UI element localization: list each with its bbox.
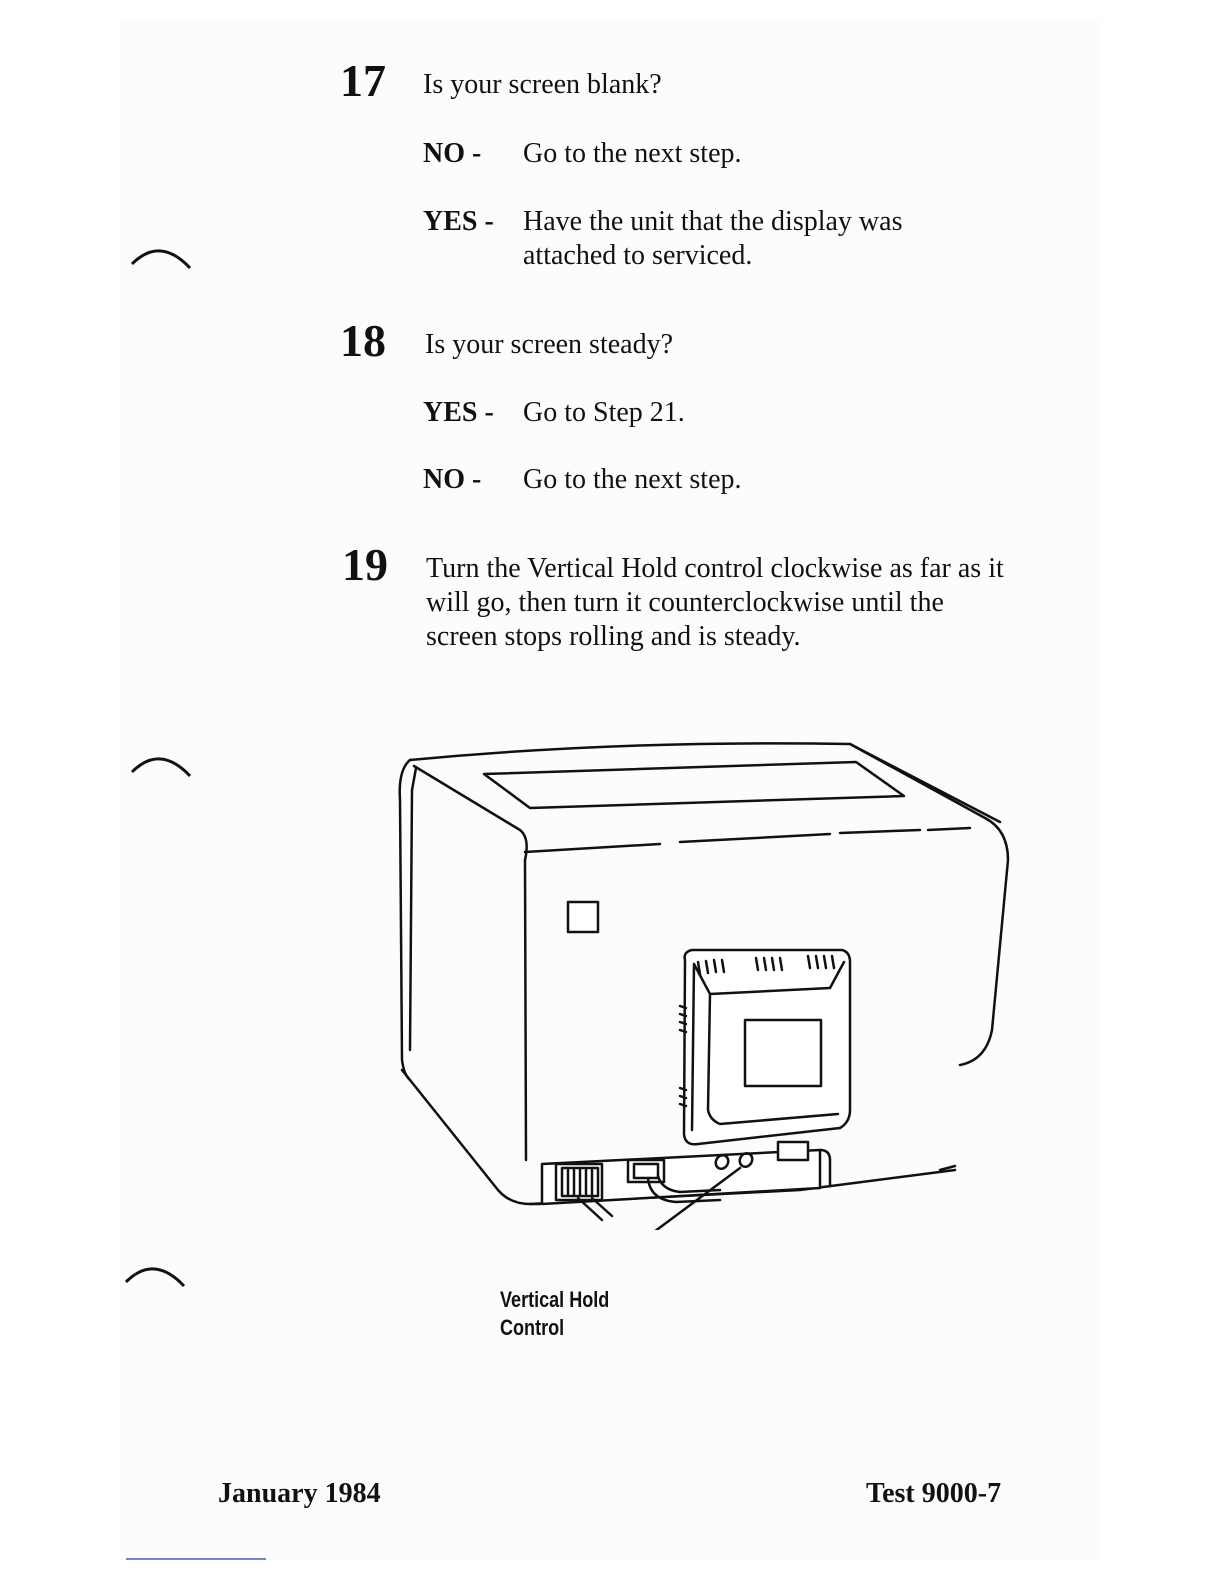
option-text: Go to the next step. xyxy=(523,464,742,495)
option-key: YES - xyxy=(423,397,494,428)
step-option: NO - Go to the next step. xyxy=(423,463,983,497)
step-option: YES - Go to Step 21. xyxy=(423,396,983,430)
step-number: 17 xyxy=(340,55,386,106)
step-question: Is your screen steady? xyxy=(425,329,674,360)
step-number: 18 xyxy=(340,315,386,366)
step-option: NO - Go to the next step. xyxy=(423,137,983,171)
step-option: YES - Have the unit that the display was… xyxy=(423,205,983,273)
step-question: Is your screen blank? xyxy=(423,69,662,100)
callout-line: Vertical Hold xyxy=(500,1287,610,1312)
bottom-rule xyxy=(126,1558,266,1560)
option-text: Go to the next step. xyxy=(523,138,742,169)
option-key: NO - xyxy=(423,464,482,495)
display-rear-illustration xyxy=(398,742,1010,1230)
binder-hole-mark-middle xyxy=(130,757,192,778)
footer-date: January 1984 xyxy=(218,1478,381,1509)
option-key: NO - xyxy=(423,138,482,169)
vertical-hold-callout: Vertical Hold Control xyxy=(500,1286,609,1342)
option-key: YES - xyxy=(423,206,494,237)
binder-hole-mark-top xyxy=(130,249,192,270)
binder-hole-mark-bottom xyxy=(124,1267,186,1288)
option-text: Have the unit that the display was attac… xyxy=(523,206,903,271)
option-text: Go to Step 21. xyxy=(523,397,685,428)
step-instruction: Turn the Vertical Hold control clockwise… xyxy=(426,553,1004,652)
step-number: 19 xyxy=(342,539,388,590)
callout-line: Control xyxy=(500,1315,565,1340)
footer-test-id: Test 9000-7 xyxy=(866,1478,1002,1509)
